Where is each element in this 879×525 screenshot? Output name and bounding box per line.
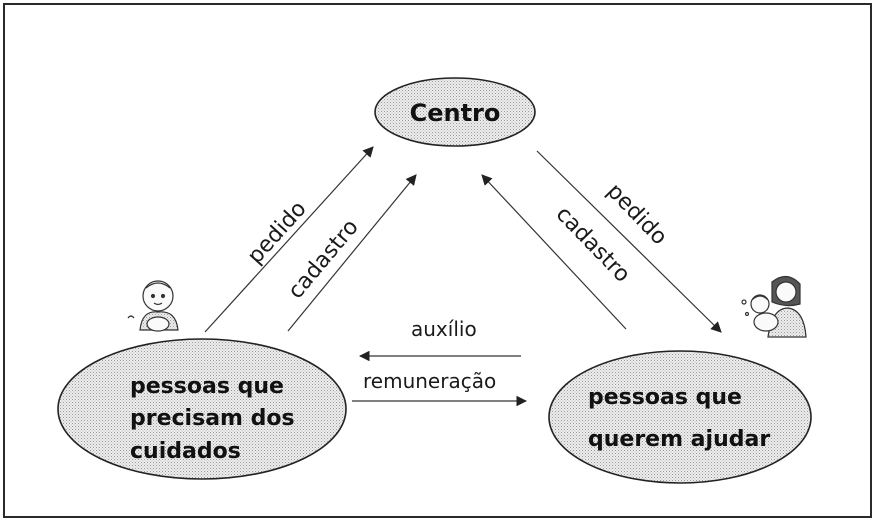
- baby-icon: [127, 280, 179, 332]
- left-ellipse: [57, 338, 347, 480]
- left-label-line-3: cuidados: [130, 439, 241, 464]
- right-label-line-1: pessoas que: [588, 385, 742, 410]
- arrow-right-cadastro: [481, 174, 627, 330]
- node-right-people: pessoas que querem ajudar: [548, 350, 812, 484]
- caregiver-with-baby-icon: [741, 275, 807, 338]
- left-label-line-2: precisam dos: [130, 406, 295, 431]
- centro-ellipse: [374, 77, 536, 147]
- left-label-line-1: pessoas que: [130, 374, 284, 399]
- node-centro: Centro: [374, 77, 536, 147]
- label-right-pedido: pedido: [602, 179, 672, 250]
- label-remuneracao: remuneração: [363, 369, 496, 393]
- arrow-right-pedido: [536, 150, 722, 333]
- label-auxilio: auxílio: [411, 317, 477, 341]
- right-ellipse: [548, 350, 812, 484]
- label-left-pedido: pedido: [243, 197, 312, 269]
- arrow-left-cadastro: [287, 174, 417, 332]
- arrow-left-pedido: [204, 146, 374, 333]
- right-label-line-2: querem ajudar: [588, 427, 770, 452]
- node-left-people: pessoas que precisam dos cuidados: [57, 338, 347, 480]
- centro-label: Centro: [410, 99, 501, 127]
